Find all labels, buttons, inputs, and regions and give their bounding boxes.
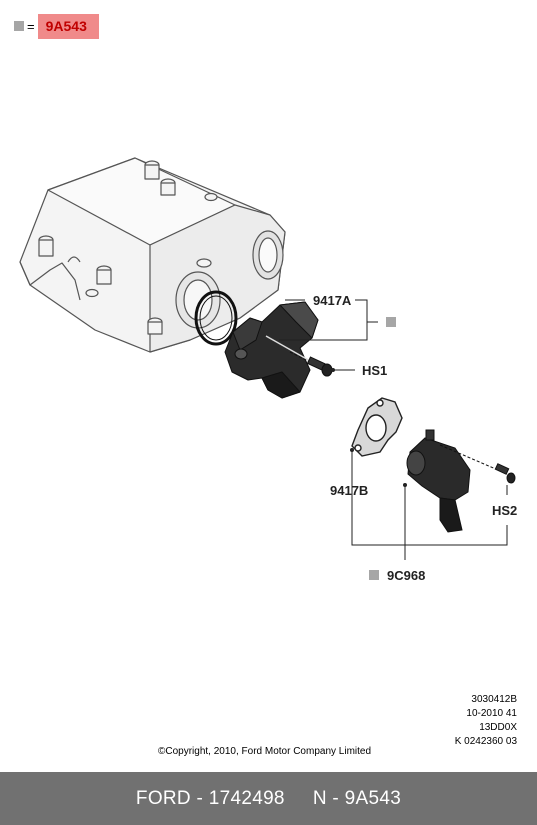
footer-bar: FORD - 1742498 N - 9A543 [0, 772, 537, 825]
leader-dots [331, 368, 407, 487]
bolt-hs2 [439, 444, 516, 484]
callout-9417b: 9417B [330, 483, 368, 498]
reference-line: 13DD0X [479, 722, 517, 733]
callout-marker-9417a [386, 317, 396, 327]
legend: = 9A543 [14, 13, 99, 39]
highlighted-part-code: 9A543 [37, 13, 99, 39]
leader-lines [279, 299, 508, 560]
reference-codes: 3030412B 10-2010 41 13DD0X K 0242360 03 [455, 693, 517, 749]
gasket-9417b [351, 397, 403, 457]
bolt-hs1 [289, 351, 333, 377]
valve-body-9417a [224, 301, 319, 399]
reference-line: 10-2010 41 [466, 708, 517, 719]
callout-marker-9c968 [369, 570, 379, 580]
copyright-notice: ©Copyright, 2010, Ford Motor Company Lim… [158, 746, 372, 757]
callout-hs2: HS2 [492, 503, 517, 518]
reference-line: K 0242360 03 [454, 736, 517, 747]
callout-9417a: 9417A [313, 293, 352, 308]
callout-9c968: 9C968 [387, 568, 425, 583]
legend-equals: = [27, 18, 35, 34]
reference-line: 3030412B [471, 694, 517, 705]
o-ring [194, 290, 238, 346]
footer-brand-code: FORD - 1742498 [135, 787, 285, 809]
exploded-parts-diagram: 9417A HS1 9417B HS2 9C968 [19, 157, 517, 583]
callout-hs1: HS1 [362, 363, 387, 378]
solenoid-valve-9c968 [406, 429, 471, 533]
legend-marker [14, 21, 24, 31]
footer-n-code: N - 9A543 [312, 787, 402, 809]
engine-housing [19, 157, 286, 353]
